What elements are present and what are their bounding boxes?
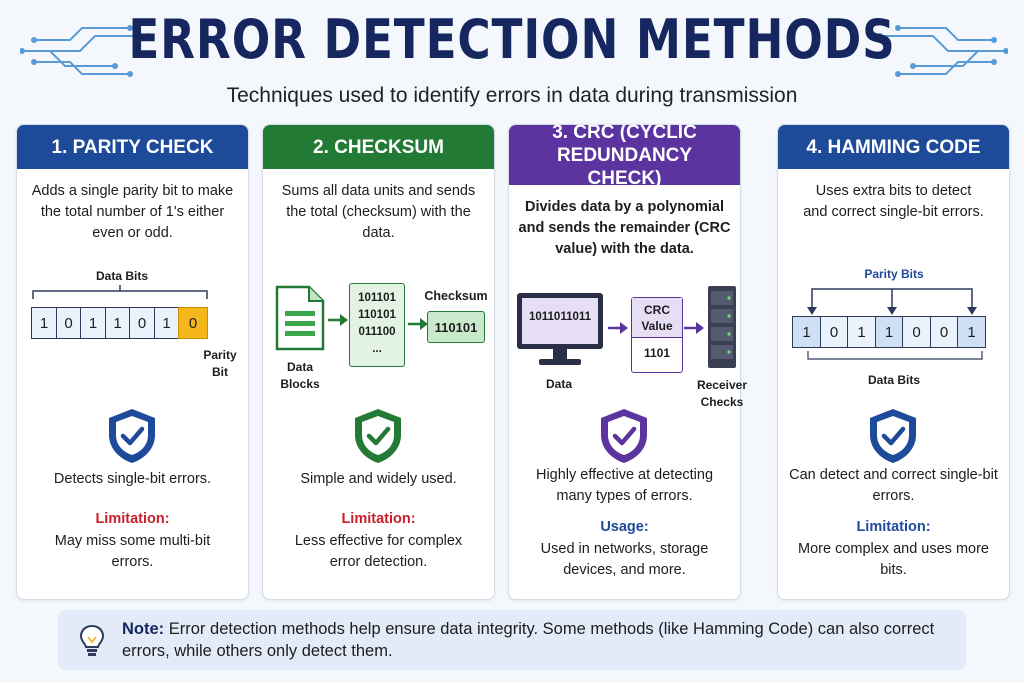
shield-check-icon	[109, 409, 155, 463]
checksum-card: 2. CHECKSUM Sums all data units and send…	[262, 124, 495, 600]
hamming-heading: 4. HAMMING CODE	[778, 125, 1009, 169]
parity-card: 1. PARITY CHECK Adds a single parity bit…	[16, 124, 249, 600]
checksum-limitation-label: Limitation:	[341, 511, 416, 527]
hamming-limitation-label: Limitation:	[856, 519, 931, 535]
parity-data-bit: 0	[129, 307, 155, 339]
note-box: Note: Error detection methods help ensur…	[58, 610, 966, 670]
hamming-bit-row: 1 0 1 1 0 0 1	[792, 316, 986, 348]
parity-heading: 1. PARITY CHECK	[17, 125, 248, 169]
crc-card: 3. CRC (CYCLIC REDUNDANCY CHECK) Divides…	[508, 122, 747, 600]
parity-data-bit: 1	[104, 307, 131, 339]
hamming-bit: 0	[929, 316, 959, 348]
shield-check-icon	[601, 409, 647, 463]
checksum-data-line: ...	[372, 343, 382, 355]
parity-data-bit: 0	[55, 307, 82, 339]
parity-limitation-text: May miss some multi-bit errors.	[54, 533, 211, 570]
parity-data-bits-bracket	[32, 285, 208, 299]
document-icon	[275, 285, 325, 351]
parity-data-bits-label: Data Bits	[95, 269, 148, 283]
parity-description: Adds a single parity bit to make the tot…	[31, 183, 234, 241]
crc-description: Divides data by a polynomial and sends t…	[518, 199, 731, 257]
arrow-right-icon	[408, 318, 428, 330]
hamming-bit: 1	[957, 316, 986, 348]
arrow-right-icon	[684, 322, 704, 334]
hamming-data-bits-label: Data Bits	[867, 373, 920, 387]
hamming-card: 4. HAMMING CODE Uses extra bits to detec…	[777, 124, 1010, 600]
parity-bits-arrows	[807, 288, 977, 315]
hamming-bit: 1	[792, 316, 821, 348]
checksum-value-box: 110101	[427, 311, 485, 343]
parity-benefit: Detects single-bit errors.	[53, 471, 212, 487]
circuit-decoration-left	[20, 25, 150, 77]
parity-bit-row: 1 0 1 1 0 1 0	[31, 307, 208, 339]
checksum-benefit: Simple and widely used.	[300, 471, 457, 487]
checksum-data-box: 101101 110101 011100 ...	[349, 283, 405, 367]
crc-value-box: CRC Value 1101	[631, 297, 683, 373]
crc-data-label: Data	[545, 377, 572, 391]
note-label: Note:	[122, 620, 165, 638]
checksum-label: Checksum	[424, 289, 488, 303]
parity-bit-label: Parity Bit	[203, 348, 237, 379]
hamming-benefit: Can detect and correct single-bit errors…	[789, 467, 998, 504]
checksum-heading: 2. CHECKSUM	[263, 125, 494, 169]
crc-usage-text: Used in networks, storage devices, and m…	[540, 541, 709, 578]
lightbulb-icon	[79, 624, 105, 656]
parity-limitation-label: Limitation:	[95, 511, 170, 527]
parity-bit-cell: 0	[178, 307, 208, 339]
checksum-limitation-text: Less effective for complex error detecti…	[294, 533, 463, 570]
crc-value: 1101	[643, 346, 671, 360]
hamming-bit: 1	[874, 316, 904, 348]
hamming-description: Uses extra bits to detect and correct si…	[803, 183, 984, 220]
arrow-right-icon	[608, 322, 628, 334]
crc-monitor-value: 1011011011	[528, 311, 592, 323]
hamming-parity-bits-label: Parity Bits	[864, 267, 924, 281]
hamming-data-bits-bracket	[807, 351, 983, 360]
arrow-right-icon	[328, 314, 348, 326]
server-icon	[708, 286, 736, 368]
note-text: Error detection methods help ensure data…	[122, 620, 935, 660]
hamming-bit: 1	[847, 316, 876, 348]
parity-data-bit: 1	[153, 307, 180, 339]
crc-value-label: CRC Value	[632, 298, 682, 338]
checksum-data-line: 110101	[358, 309, 396, 321]
parity-data-bit: 1	[31, 307, 57, 339]
note-text-block: Note: Error detection methods help ensur…	[122, 618, 952, 662]
page-subtitle: Techniques used to identify errors in da…	[226, 84, 798, 107]
hamming-bit: 0	[819, 316, 849, 348]
shield-check-icon	[870, 409, 916, 463]
hamming-limitation-text: More complex and uses more bits.	[798, 541, 989, 578]
crc-usage-label: Usage:	[600, 519, 649, 535]
circuit-decoration-right	[878, 25, 1008, 77]
checksum-data-line: 011100	[358, 326, 396, 338]
checksum-blocks-label: Data Blocks	[280, 360, 320, 391]
crc-benefit: Highly effective at detecting many types…	[535, 467, 714, 504]
crc-heading: 3. CRC (CYCLIC REDUNDANCY CHECK)	[509, 122, 740, 189]
checksum-description: Sums all data units and sends the total …	[281, 183, 476, 241]
crc-receiver-label: Receiver Checks	[696, 378, 748, 409]
checksum-data-line: 101101	[358, 292, 396, 304]
monitor-icon	[517, 293, 603, 365]
shield-check-icon	[355, 409, 401, 463]
parity-data-bit: 1	[80, 307, 106, 339]
hamming-bit: 0	[902, 316, 931, 348]
page-title: ERROR DETECTION METHODS	[128, 8, 896, 71]
